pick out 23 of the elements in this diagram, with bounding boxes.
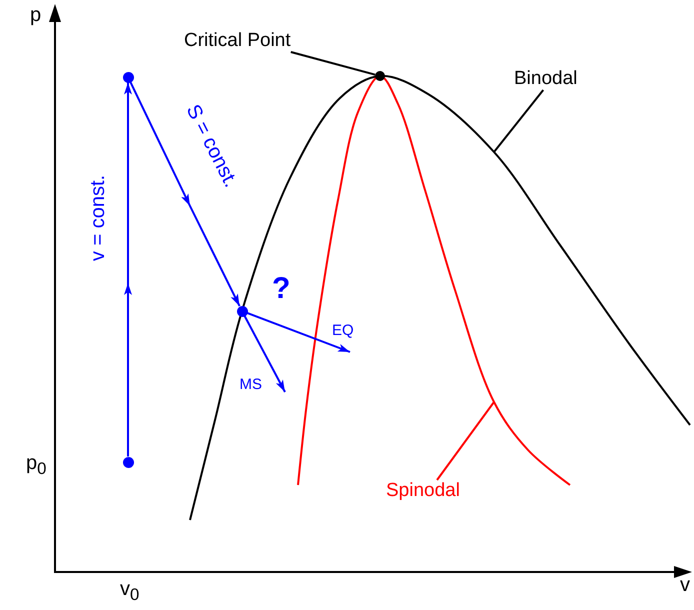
- state-point: [122, 456, 134, 468]
- axis-label: v: [680, 574, 690, 596]
- curve-label: Critical Point: [184, 30, 316, 52]
- arrow: [129, 82, 240, 307]
- question-mark: ?: [272, 272, 290, 305]
- arrow: [246, 312, 350, 353]
- axis-label: p: [30, 4, 42, 26]
- curve-label: Spinodal: [386, 480, 472, 502]
- curve-label: Binodal: [514, 68, 590, 90]
- edge-label: S = const.: [182, 102, 241, 190]
- arrow: [124, 82, 132, 456]
- leader-line: [493, 89, 544, 153]
- critical-point: [375, 71, 385, 81]
- leader-line: [290, 51, 376, 76]
- edge-label: EQ: [332, 322, 354, 338]
- edge-label: v = const.: [88, 174, 108, 262]
- edge-label: MS: [240, 376, 262, 392]
- state-point: [122, 72, 134, 82]
- axis-tick-label: v$_{0}$: [120, 578, 140, 604]
- leader-line: [436, 401, 495, 481]
- arrow: [244, 315, 286, 392]
- axis-tick-label: p$_{0}$: [26, 452, 46, 478]
- state-point: [236, 306, 248, 316]
